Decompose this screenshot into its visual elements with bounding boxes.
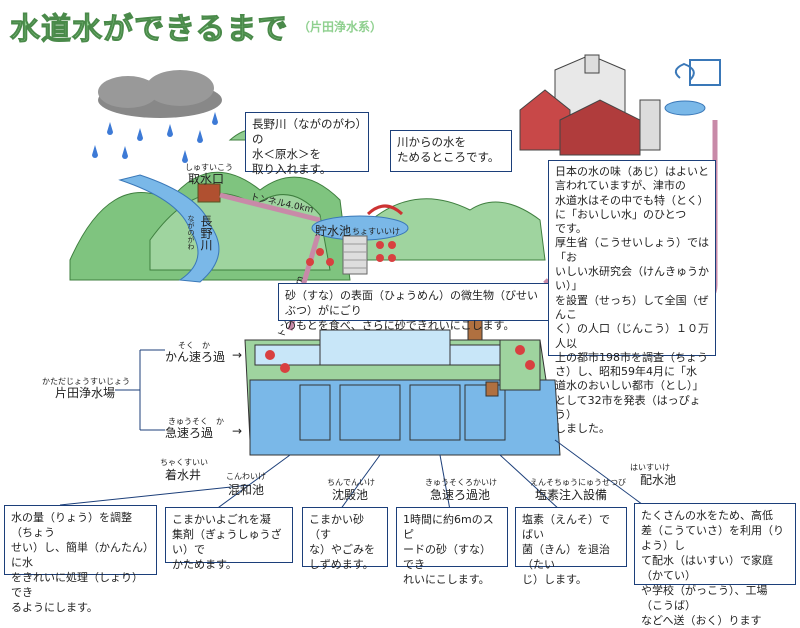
river-ruby: ながのがわ <box>187 215 195 250</box>
treatment-plant <box>244 319 561 456</box>
fast-filter-label: 急速ろ過 <box>165 426 214 440</box>
stage-ruby: ちんでんいけ <box>327 478 375 487</box>
note-sedimentation-basin: こまかい砂（す な）やごみを しずめます。 <box>302 507 388 571</box>
page-title: 水道水ができるまで <box>9 12 289 48</box>
stage-label-sedimentation-basin: 沈殿池 <box>332 488 369 502</box>
stage-ruby: えんそちゅうにゅうせつび <box>530 478 626 487</box>
intake-ruby: しゅすいこう <box>185 163 233 172</box>
stage-ruby: きゅうそくろかいけ <box>425 478 497 487</box>
sand-filter-callout: 砂（すな）の表面（ひょうめん）の微生物（びせいぶつ）がにごり のもとを食べ、さら… <box>278 283 550 332</box>
stage-ruby: ちゃくすいい <box>160 458 208 467</box>
stage-label-mixing-basin: 混和池 <box>228 483 265 497</box>
stage-label-distribution-reservoir: 配水池 <box>640 473 677 487</box>
stage-label-rapid-filter: 急速ろ過池 <box>430 488 491 502</box>
slow-filter-label: かん速ろ過 <box>165 350 226 364</box>
slow-filter-ruby: そく か <box>178 341 210 350</box>
plant-name-label: 片田浄水場 <box>55 386 116 400</box>
note-receiving-well: 水の量（りょう）を調整（ちょう せい）し、簡単（かんたん）に水 をきれいに処理（… <box>4 505 157 614</box>
plant-name-ruby: かただじょうすいじょう <box>42 377 130 386</box>
page-subtitle: （片田浄水系） <box>298 20 383 34</box>
tasty-water-callout: 日本の水の味（あじ）はよいと 言われていますが、津市の 水道水はその中でも特（と… <box>548 160 716 435</box>
fast-filter-arrow: → <box>232 424 243 438</box>
river-label: 長野川 <box>199 215 213 251</box>
town-illustration <box>519 54 721 156</box>
stage-label-chlorine-injection: 塩素注入設備 <box>535 488 608 502</box>
stage-ruby: こんわいけ <box>226 472 266 481</box>
stage-ruby: はいすいけ <box>630 463 670 472</box>
reservoir-ruby: ちょすいいけ <box>352 227 400 236</box>
intake-callout: 長野川（ながのがわ）の 水＜原水＞を 取り入れます。 <box>245 112 369 176</box>
note-chlorine-injection: 塩素（えんそ）でばい 菌（きん）を退治（たい じ）します。 <box>515 507 627 586</box>
slow-filter-arrow: → <box>232 348 243 362</box>
rain-cloud-icon <box>92 70 222 163</box>
diagram-illustration <box>59 54 721 511</box>
stage-label-receiving-well: 着水井 <box>165 468 202 482</box>
note-mixing-basin: こまかいよごれを凝 集剤（ぎょうしゅうざい）で かためます。 <box>165 507 293 571</box>
reservoir-label: 貯水池 <box>315 224 352 238</box>
note-rapid-filter: 1時間に約6mのスピ ードの砂（すな）でき れいにこします。 <box>396 507 508 586</box>
fast-filter-ruby: きゅうそく か <box>168 417 224 426</box>
note-distribution-reservoir: たくさんの水をため、高低 差（こうていさ）を利用（りよう）し て配水（はいすい）… <box>634 503 796 627</box>
reservoir-callout: 川からの水を ためるところです。 <box>390 130 512 172</box>
river <box>118 174 220 283</box>
intake-label: 取水口 <box>188 172 225 186</box>
